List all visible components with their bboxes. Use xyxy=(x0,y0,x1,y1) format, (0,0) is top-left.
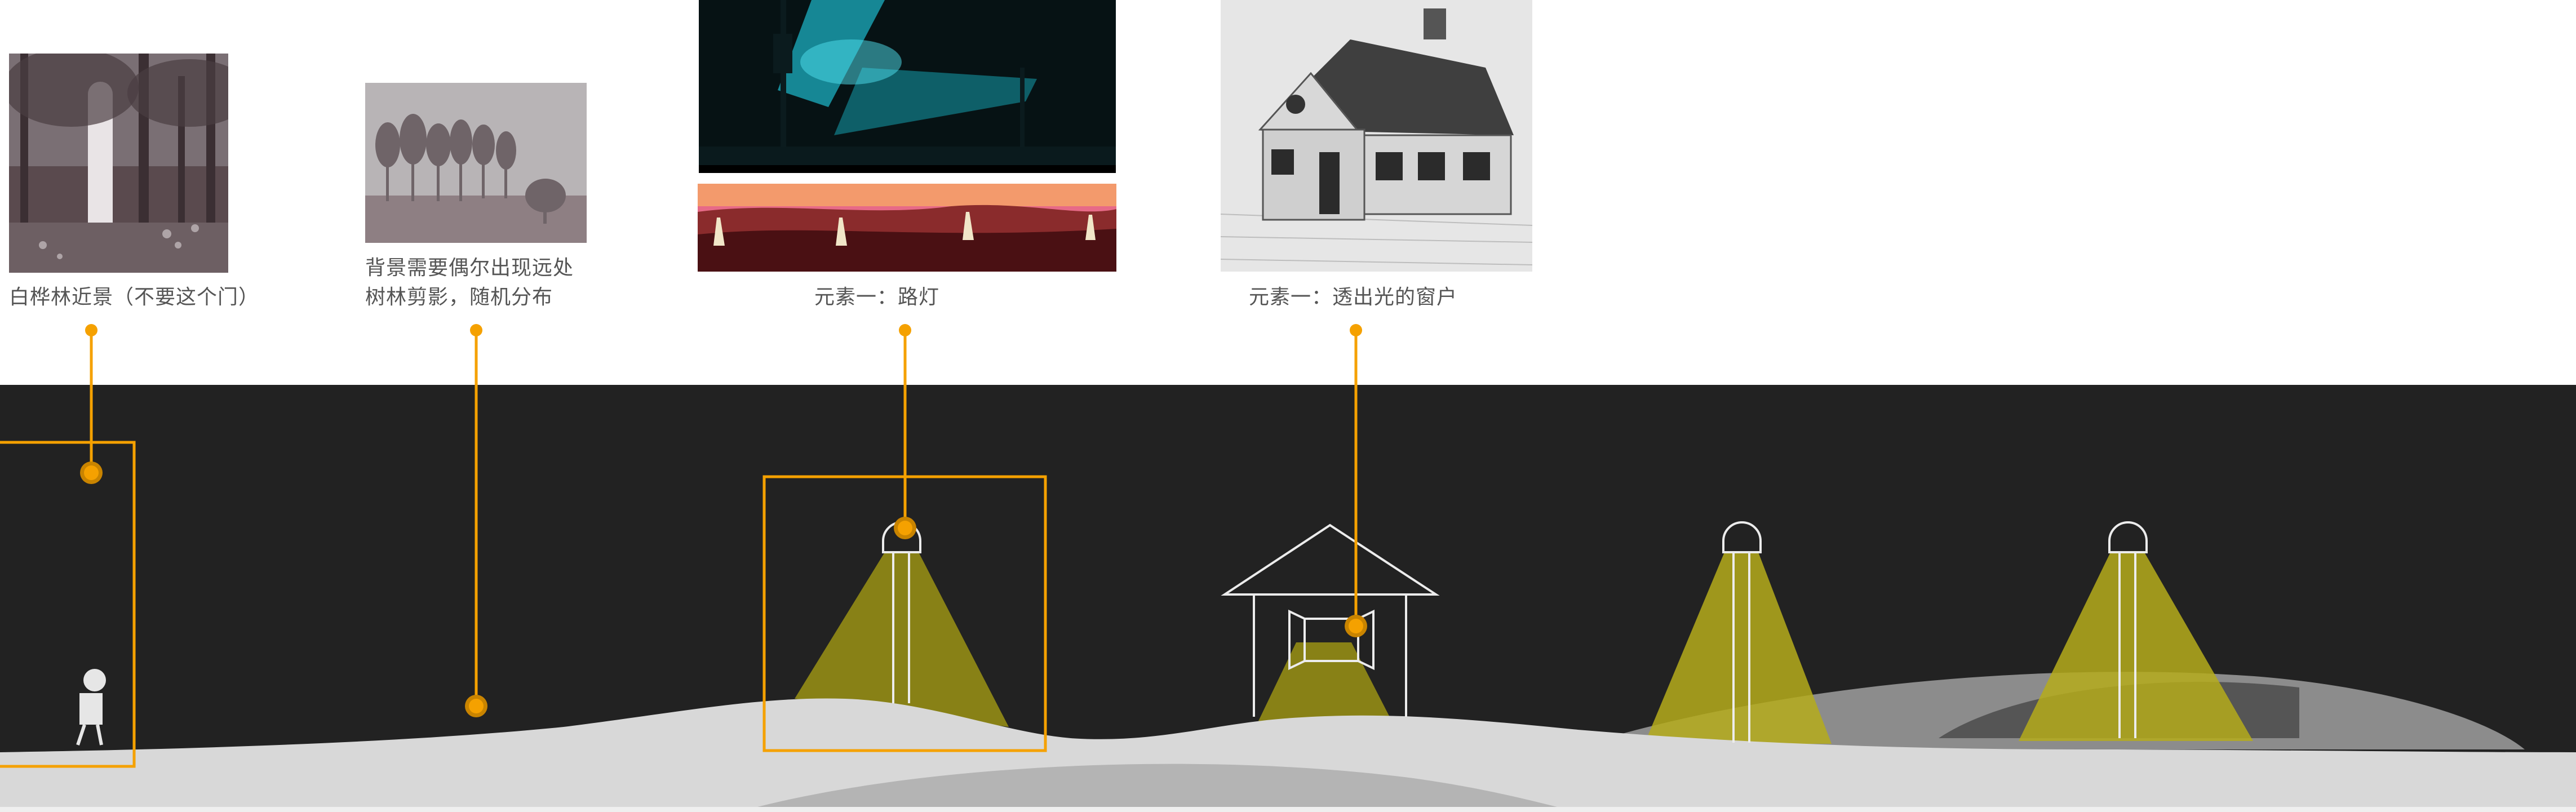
streetlight-night-reference-image xyxy=(699,0,1116,173)
window-light-beam xyxy=(1256,642,1395,727)
house-sketch-reference-image xyxy=(1221,0,1532,272)
street-lamp-2 xyxy=(1722,521,1762,743)
lamp-light-beam-3 xyxy=(2019,552,2253,741)
house-outline xyxy=(1221,523,1440,717)
lamp-light-beam-1 xyxy=(795,552,1009,727)
background-caption-line1: 背景需要偶尔出现远处 xyxy=(365,256,574,279)
annotation-dots xyxy=(80,324,1367,717)
birch-forest-reference-image xyxy=(9,54,228,273)
annotation-leaders xyxy=(90,330,1358,706)
ground xyxy=(0,698,2576,812)
background-caption-line2: 树林剪影，随机分布 xyxy=(365,285,553,308)
person-figure xyxy=(76,669,106,746)
lamp-light-beam-2 xyxy=(1644,552,1832,744)
streetlight-caption: 元素一：路灯 xyxy=(814,285,940,308)
birch-forest-caption: 白桦林近景（不要这个门） xyxy=(9,285,260,308)
window-caption: 元素一：透出光的窗户 xyxy=(1249,285,1458,308)
street-lamp-3 xyxy=(2108,521,2148,738)
distant-hill-dark xyxy=(1939,682,2299,738)
ground-shadow xyxy=(738,764,1578,812)
street-lamp-1 xyxy=(882,521,921,703)
ground-base xyxy=(0,807,2576,812)
streetlight-zone-frame xyxy=(762,475,1047,752)
streetlight-dusk-reference-image xyxy=(698,184,1116,272)
distant-hill xyxy=(1606,672,2525,749)
tree-silhouette-reference-image xyxy=(365,83,587,243)
birch-zone-frame xyxy=(0,441,136,768)
scene-background xyxy=(0,385,2576,812)
